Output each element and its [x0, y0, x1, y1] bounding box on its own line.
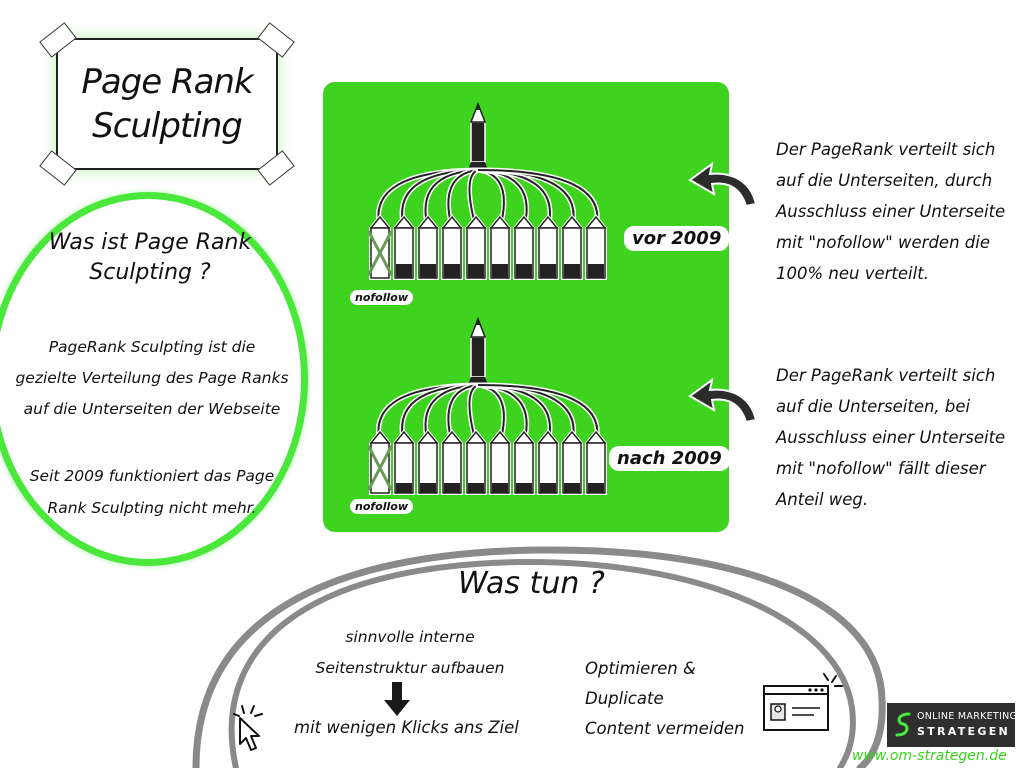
nofollow-tag-after: nofollow — [350, 499, 413, 514]
subpage-pagerank-fill — [588, 483, 604, 493]
definition-body-line-3: auf die Unterseiten der Webseite — [23, 400, 281, 418]
nofollow-tag-before: nofollow — [350, 290, 413, 305]
todo-heading: Was tun ? — [458, 566, 605, 601]
subpage-pagerank-fill — [588, 264, 604, 278]
subpage-pagerank-fill — [540, 264, 556, 278]
nofollow-cross — [367, 230, 393, 276]
curved-arrow-left-icon — [688, 161, 758, 208]
definition-heading-line-2: Sculpting ? — [89, 260, 211, 285]
definition-since-line-2: Rank Sculpting nicht mehr. — [47, 499, 257, 517]
definition-heading-line-1: Was ist Page Rank — [48, 230, 252, 255]
curved-arrow-left-icon — [688, 377, 758, 424]
link-arc — [477, 384, 599, 444]
cursor-click-icon — [233, 705, 263, 751]
subpage-pagerank-fill — [492, 264, 508, 278]
subpage-pagerank-fill — [540, 483, 556, 493]
nofollow-cross — [367, 445, 393, 491]
pencil-lead — [475, 317, 481, 325]
subpage-pagerank-fill — [396, 483, 412, 493]
pagerank-tree-after — [367, 316, 607, 495]
label-after-2009: nach 2009 — [609, 446, 730, 471]
subpage-pagerank-fill — [420, 483, 436, 493]
definition-since-line-1: Seit 2009 funktioniert das Page — [29, 467, 275, 485]
note-after-line-3: Ausschluss einer Unterseite — [776, 428, 1006, 447]
definition-since: Seit 2009 funktioniert das Page Rank Scu… — [12, 460, 292, 524]
subpage-pagerank-fill — [444, 483, 460, 493]
note-after-line-4: mit "nofollow" fällt dieser — [776, 459, 986, 478]
subpage-pagerank-fill — [492, 483, 508, 493]
note-before-line-3: Ausschluss einer Unterseite — [776, 202, 1006, 221]
pencil-tip — [469, 101, 487, 123]
subpage-pagerank-fill — [516, 483, 532, 493]
note-after-line-1: Der PageRank verteilt sich — [776, 366, 996, 385]
browser-window-icon — [763, 673, 843, 731]
logo-text-line-2: STRATEGEN — [917, 725, 1011, 738]
arrow-down-icon — [384, 682, 410, 716]
website-url[interactable]: www.om-strategen.de — [852, 748, 1007, 764]
subpage-pagerank-fill — [564, 483, 580, 493]
todo-item-duplicate-line-1: Optimieren & Duplicate — [585, 659, 696, 708]
note-after-2009: Der PageRank verteilt sich auf die Unter… — [776, 360, 1021, 515]
label-before-2009: vor 2009 — [624, 226, 730, 251]
todo-item-duplicate-line-2: Content vermeiden — [585, 719, 745, 738]
subpage-pagerank-fill — [516, 264, 532, 278]
note-before-line-4: mit "nofollow" werden die — [776, 233, 990, 252]
todo-item-duplicate-content: Optimieren & Duplicate Content vermeiden — [585, 654, 765, 744]
pencil-lead — [475, 102, 481, 110]
subpage-pagerank-fill — [564, 264, 580, 278]
todo-item-structure-line-2: Seitenstruktur aufbauen — [315, 659, 505, 677]
todo-item-structure: sinnvolle interne Seitenstruktur aufbaue… — [312, 622, 508, 684]
subpage-pagerank-fill — [444, 264, 460, 278]
pencil-tip — [469, 316, 487, 338]
subpage-pagerank-fill — [468, 264, 484, 278]
company-logo: ONLINE MARKETING STRATEGEN — [887, 703, 1018, 747]
definition-ring — [0, 192, 308, 566]
subpage-pagerank-fill — [468, 483, 484, 493]
link-arc — [477, 169, 599, 229]
pagerank-tree-before — [367, 101, 607, 280]
note-before-line-2: auf die Unterseiten, durch — [776, 171, 993, 190]
note-after-line-2: auf die Unterseiten, bei — [776, 397, 971, 416]
logo-mark-icon — [895, 712, 911, 737]
title-line-2: Sculpting — [92, 106, 243, 146]
note-before-line-1: Der PageRank verteilt sich — [776, 140, 996, 159]
pagerank-diagram — [367, 101, 607, 495]
definition-body: PageRank Sculpting ist die gezielte Vert… — [12, 332, 292, 425]
definition-body-line-1: PageRank Sculpting ist die — [48, 338, 256, 356]
subpage-pagerank-fill — [420, 264, 436, 278]
note-after-line-5: Anteil weg. — [776, 490, 869, 509]
definition-heading: Was ist Page Rank Sculpting ? — [30, 228, 270, 288]
definition-body-line-2: gezielte Verteilung des Page Ranks — [15, 369, 289, 387]
title-box: Page Rank Sculpting — [39, 22, 295, 186]
todo-item-structure-line-1: sinnvolle interne — [345, 628, 475, 646]
note-before-2009: Der PageRank verteilt sich auf die Unter… — [776, 134, 1021, 289]
todo-item-clicks: mit wenigen Klicks ans Ziel — [294, 718, 519, 737]
title-line-1: Page Rank — [81, 62, 253, 102]
logo-text-line-1: ONLINE MARKETING — [917, 711, 1018, 722]
note-before-line-5: 100% neu verteilt. — [776, 264, 929, 283]
subpage-pagerank-fill — [396, 264, 412, 278]
